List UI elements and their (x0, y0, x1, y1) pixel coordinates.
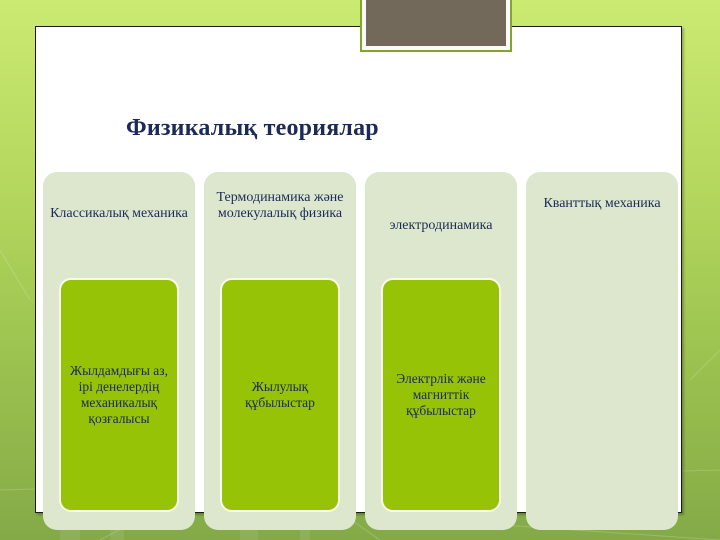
column-heading: Термодинамика және молекулалық физика (216, 190, 344, 221)
column-detail-text: Электрлік және магниттік құбылыстар (396, 371, 486, 418)
column-detail-box: Жылдамдығы аз, ірі денелердің механикалы… (59, 278, 179, 512)
slide-content-frame: Физикалық теориялар Классикалық механика… (35, 26, 682, 530)
column-electrodynamics: электродинамика Электрлік және магниттік… (365, 172, 517, 530)
slide-title: Физикалық теориялар (126, 115, 379, 141)
column-classical-mechanics: Классикалық механика Жылдамдығы аз, ірі … (43, 172, 195, 530)
column-heading: электродинамика (389, 218, 493, 233)
column-detail-text: Жылулық құбылыстар (245, 379, 315, 410)
photo-placeholder (360, 0, 512, 52)
column-detail-text: Жылдамдығы аз, ірі денелердің механикалы… (70, 363, 168, 426)
photo-image (366, 0, 506, 46)
column-heading: Кванттық механика (543, 196, 661, 211)
column-quantum-mechanics: Кванттық механика (526, 172, 678, 530)
column-detail-box: Жылулық құбылыстар (220, 278, 340, 512)
column-detail-box: Электрлік және магниттік құбылыстар (381, 278, 501, 512)
column-thermodynamics: Термодинамика және молекулалық физика Жы… (204, 172, 356, 530)
column-heading: Классикалық механика (50, 206, 188, 221)
